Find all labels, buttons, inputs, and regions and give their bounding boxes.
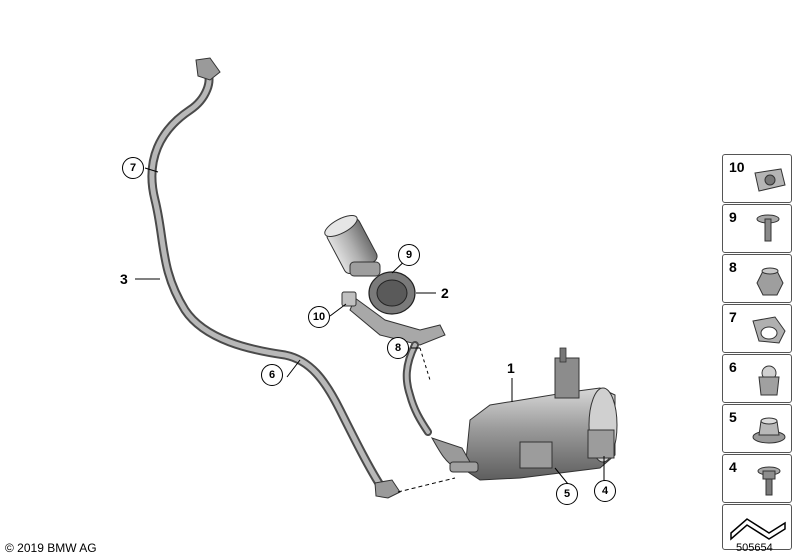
flange-bolt-icon [757, 466, 781, 496]
drawing-id: 505654 [736, 542, 773, 554]
part-cell-6: 6 [722, 354, 792, 403]
part-number: 4 [729, 459, 737, 475]
part-cell-7: 7 [722, 304, 792, 353]
callout-5: 5 [556, 483, 578, 505]
part-number: 5 [729, 409, 737, 425]
part-cell-5: 5 [722, 404, 792, 453]
callout-8: 8 [387, 337, 409, 359]
callout-1: 1 [507, 360, 515, 376]
callout-9: 9 [398, 244, 420, 266]
spring-clip-icon [758, 365, 780, 396]
screw-icon [756, 214, 780, 242]
pump-assembly [324, 215, 446, 346]
long-hose [147, 57, 401, 499]
hose-clip-icon [752, 316, 786, 344]
small-parts-panel: 10 9 8 7 6 5 [722, 154, 792, 551]
part-cell-8: 8 [722, 254, 792, 303]
part-cell-9: 9 [722, 204, 792, 253]
clip-nut-icon [754, 168, 786, 192]
connection-dash [397, 477, 456, 493]
part-cell-10: 10 [722, 154, 792, 203]
carbon-canister [430, 347, 618, 481]
part-cell-4: 4 [722, 454, 792, 503]
callout-6: 6 [261, 364, 283, 386]
callout-2: 2 [441, 285, 449, 301]
part-number: 7 [729, 309, 737, 325]
flange-nut-icon [752, 417, 786, 444]
part-number: 6 [729, 359, 737, 375]
callout-7: 7 [122, 157, 144, 179]
part-number: 9 [729, 209, 737, 225]
hex-nut-icon [756, 267, 784, 296]
part-number: 8 [729, 259, 737, 275]
callout-3: 3 [120, 271, 128, 287]
part-number: 10 [729, 159, 745, 175]
leader-lines [135, 167, 605, 485]
bracket-symbol-icon [730, 518, 786, 541]
part-cell-misc [722, 504, 792, 550]
callout-4: 4 [594, 480, 616, 502]
copyright-text: © 2019 BMW AG [5, 541, 97, 555]
callout-10: 10 [308, 306, 330, 328]
short-hose [402, 341, 432, 436]
